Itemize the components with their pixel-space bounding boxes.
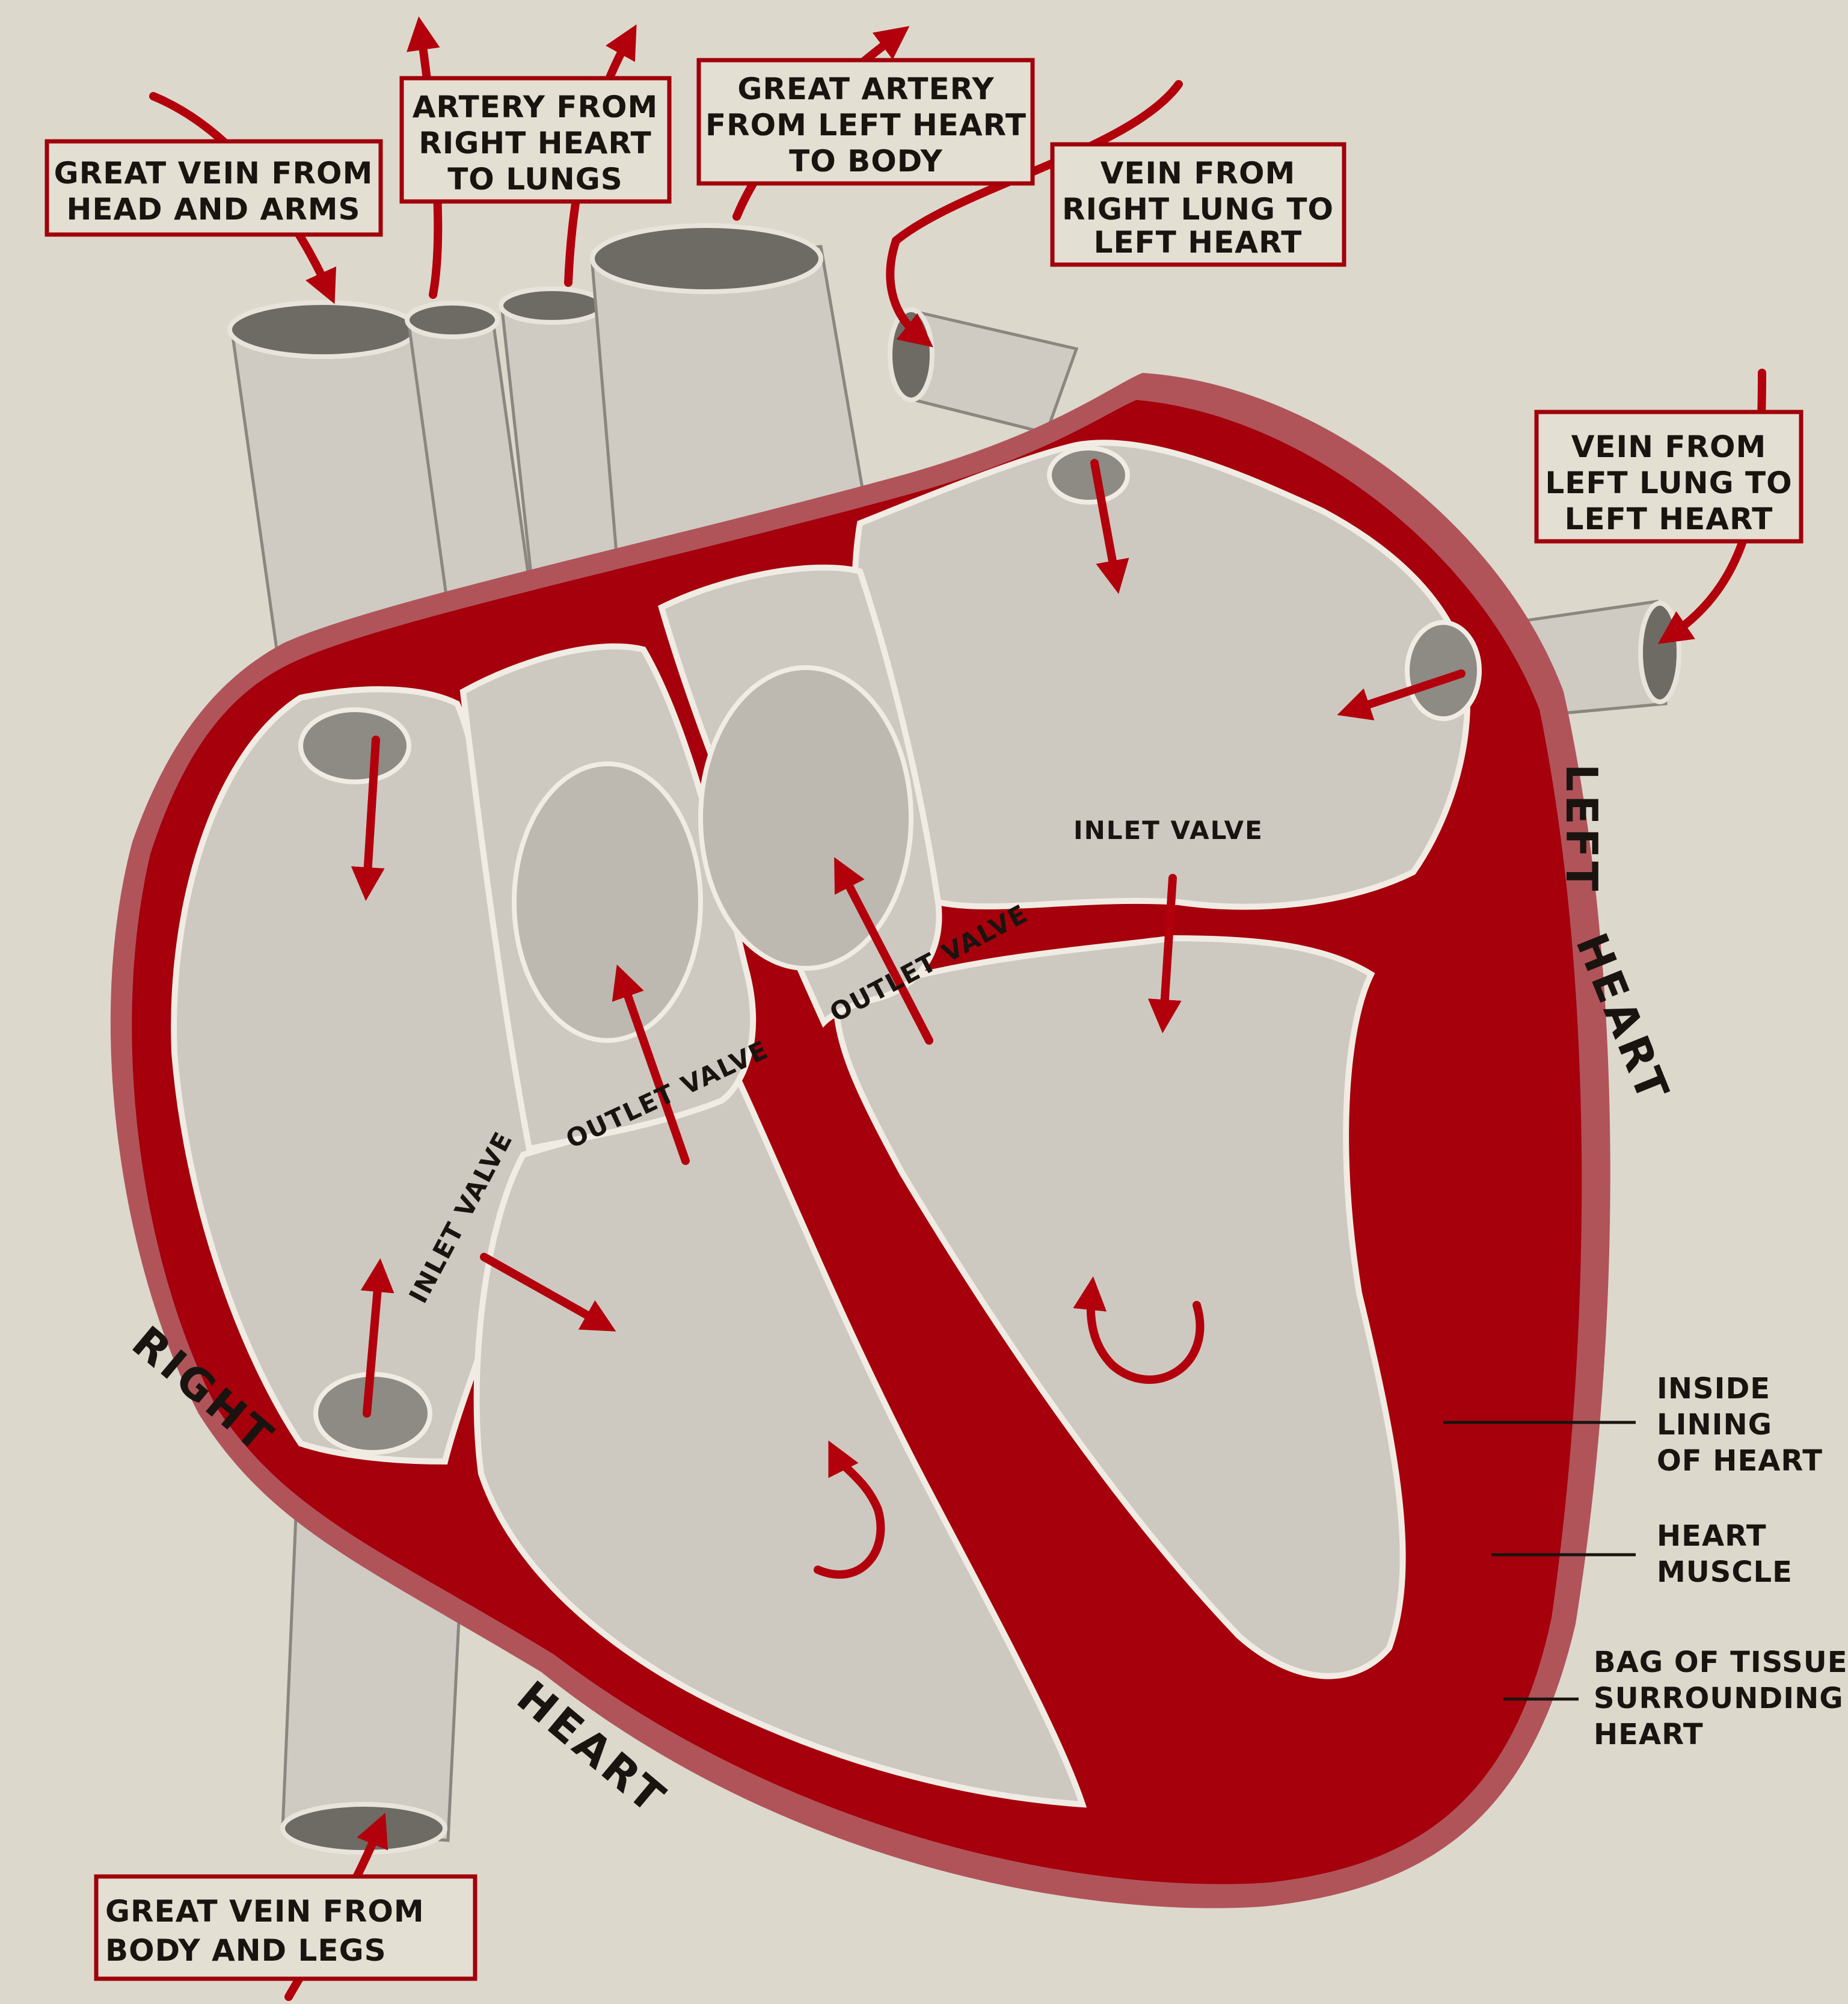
label-line: FROM LEFT HEART <box>705 108 1027 143</box>
label-line: RIGHT HEART <box>419 126 652 161</box>
right-pulm-vein-inlet <box>1049 448 1128 502</box>
aorta-opening <box>592 226 821 292</box>
aortic-valve-cusp <box>701 668 911 968</box>
label-great-artery-left-to-body: GREAT ARTERY FROM LEFT HEART TO BODY <box>699 60 1033 183</box>
label-line: LINING <box>1657 1408 1772 1442</box>
label-line: VEIN FROM <box>1101 156 1296 191</box>
label-line: HEART <box>1657 1519 1767 1553</box>
label-left: LEFT <box>1556 764 1607 894</box>
label-line: ARTERY FROM <box>413 90 658 124</box>
label-line: BODY AND LEGS <box>105 1933 387 1968</box>
sup-vena-cava-inlet <box>301 710 409 782</box>
label-line: HEART <box>1594 1718 1704 1751</box>
label-line: LEFT HEART <box>1565 502 1773 536</box>
label-line: GREAT VEIN FROM <box>54 156 373 191</box>
label-line: HEAD AND ARMS <box>66 192 360 227</box>
label-line: MUSCLE <box>1657 1555 1793 1589</box>
label-inlet-valve-left: INLET VALVE <box>1073 816 1263 845</box>
label-line: LEFT LUNG TO <box>1545 466 1792 500</box>
label-line: GREAT ARTERY <box>737 72 994 106</box>
label-line: TO LUNGS <box>447 162 623 197</box>
left-pulm-vein-inlet <box>1407 622 1479 719</box>
pulmonary-artery-left-opening <box>407 303 497 337</box>
label-vein-left-lung: VEIN FROM LEFT LUNG TO LEFT HEART <box>1536 412 1801 541</box>
label-line: INSIDE <box>1657 1372 1770 1406</box>
label-vein-right-lung: VEIN FROM RIGHT LUNG TO LEFT HEART <box>1052 144 1344 265</box>
label-line: TO BODY <box>789 144 943 179</box>
label-artery-right-to-lungs: ARTERY FROM RIGHT HEART TO LUNGS <box>402 78 669 201</box>
pulmonary-artery-right-opening <box>501 289 603 322</box>
label-line: RIGHT LUNG TO <box>1062 192 1334 227</box>
label-line: BAG OF TISSUE <box>1594 1646 1848 1679</box>
label-line: VEIN FROM <box>1571 429 1767 464</box>
left-pulmonary-vein-opening <box>1641 603 1679 702</box>
superior-vena-cava-opening <box>230 303 416 357</box>
label-line: OF HEART <box>1657 1444 1823 1478</box>
pulmonary-valve-cusp <box>514 764 701 1040</box>
inferior-vena-cava-opening <box>283 1804 445 1852</box>
label-line: GREAT VEIN FROM <box>105 1894 425 1929</box>
label-line: SURROUNDING <box>1594 1682 1844 1715</box>
label-line: LEFT HEART <box>1094 225 1303 260</box>
label-great-vein-body-legs: GREAT VEIN FROM BODY AND LEGS <box>96 1876 475 1979</box>
label-great-vein-head-arms: GREAT VEIN FROM HEAD AND ARMS <box>47 141 381 235</box>
